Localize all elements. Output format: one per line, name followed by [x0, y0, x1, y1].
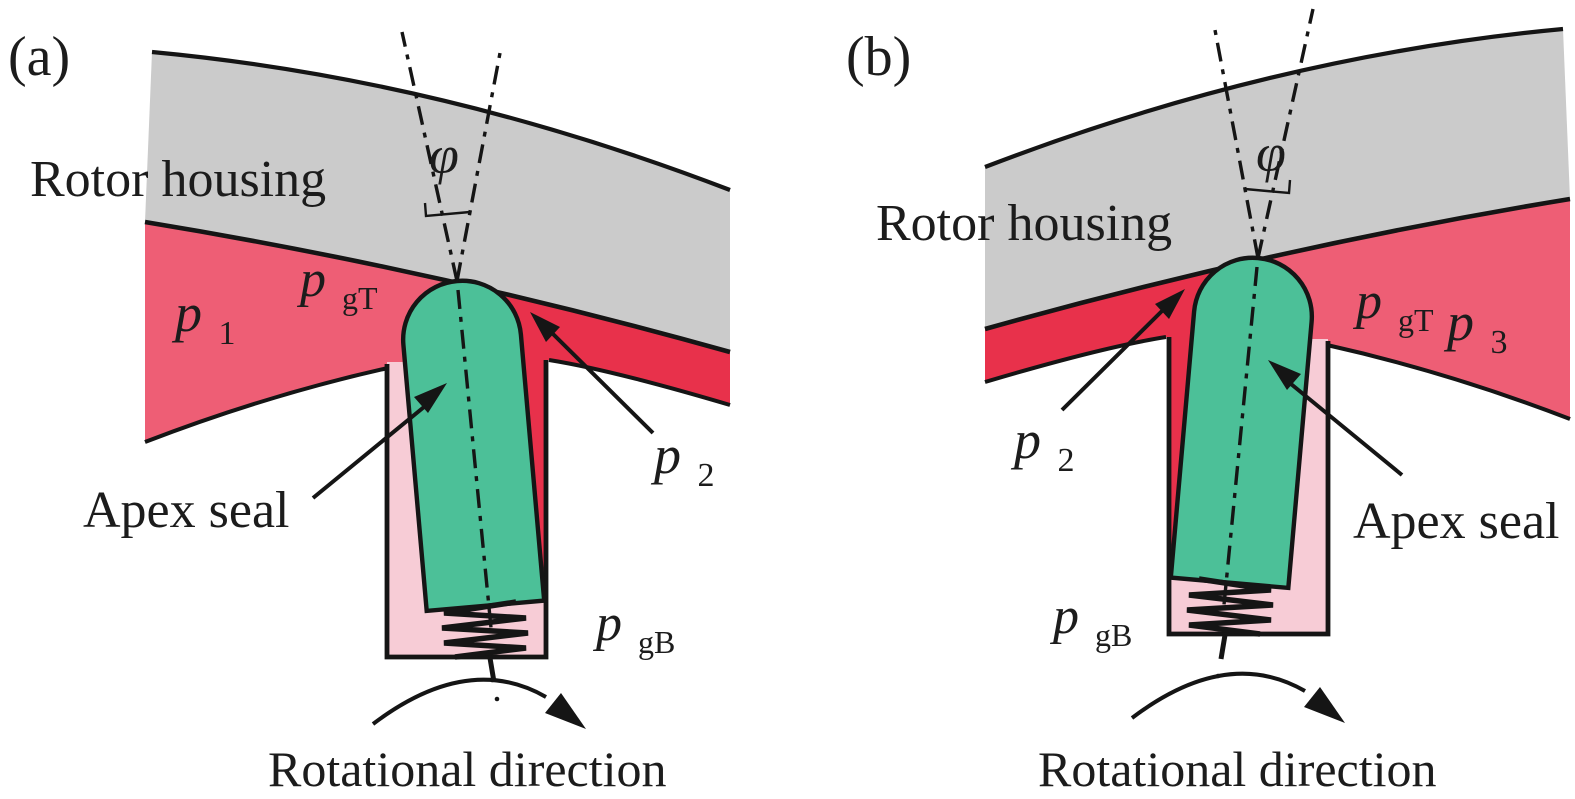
panel-b-tag: (b) — [846, 26, 911, 88]
panel-a-tag: (a) — [8, 26, 70, 88]
rotor-housing-label-b: Rotor housing — [876, 195, 1172, 252]
pressure-pgB-label-a: p gB — [592, 595, 675, 660]
pressure-p2-a-sub: 2 — [698, 457, 715, 494]
pressure-pgT-a-main: p — [296, 251, 326, 308]
rotational-direction-label-b: Rotational direction — [1038, 741, 1437, 797]
rotor-housing-label-a: Rotor housing — [30, 151, 326, 208]
rotation-arrow-b-arc — [1130, 671, 1306, 720]
pressure-p1-label: p 1 — [171, 283, 236, 352]
pressure-pgB-a-sub: gB — [638, 624, 675, 660]
pressure-pgB-a-main: p — [592, 595, 622, 652]
pressure-p2-b-sub: 2 — [1058, 442, 1075, 479]
pressure-p3-label: p 3 — [1443, 292, 1508, 361]
pressure-p2-label-b: p 2 — [1010, 410, 1075, 479]
rotational-direction-label-a: Rotational direction — [268, 741, 667, 797]
rotation-arrow-b — [1130, 671, 1345, 723]
rotation-arrow-a — [371, 677, 586, 729]
pressure-pgT-a-sub: gT — [342, 280, 378, 316]
pressure-p3-sub: 3 — [1491, 324, 1508, 361]
pressure-pgT-label-b: p gT — [1352, 273, 1434, 338]
pressure-p1-sub: 1 — [219, 315, 236, 352]
tilt-angle-symbol-a: φ — [429, 125, 459, 185]
pressure-pgB-b-main: p — [1049, 588, 1079, 645]
pressure-p1-main: p — [171, 283, 202, 343]
pressure-p3-main: p — [1443, 292, 1474, 352]
apex-seal-label-b: Apex seal — [1353, 493, 1559, 550]
pressure-pgT-label-a: p gT — [296, 251, 378, 316]
rotation-arrow-b-head — [1304, 687, 1345, 723]
pressure-pgT-b-main: p — [1352, 273, 1382, 330]
pressure-p2-a-main: p — [650, 425, 681, 485]
pressure-p2-label-a: p 2 — [650, 425, 715, 494]
rotation-arrow-a-head — [545, 693, 586, 729]
rotation-arrow-a-arc — [371, 677, 547, 726]
apex-seal-label-a: Apex seal — [83, 482, 289, 539]
tilt-angle-symbol-b: φ — [1256, 123, 1286, 183]
pressure-pgB-b-sub: gB — [1095, 617, 1132, 653]
pressure-pgB-label-b: p gB — [1049, 588, 1132, 653]
pressure-p2-b-main: p — [1010, 410, 1041, 470]
pressure-pgT-b-sub: gT — [1398, 302, 1434, 338]
